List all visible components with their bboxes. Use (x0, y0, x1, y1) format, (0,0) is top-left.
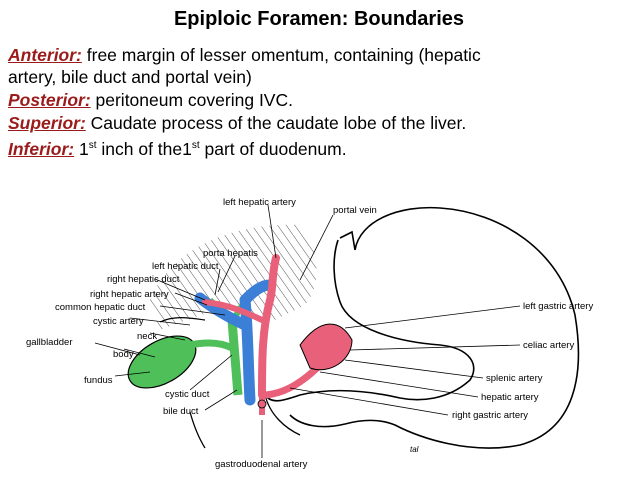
label-neck: neck (137, 331, 157, 342)
page-title: Epiploic Foramen: Boundaries (173, 8, 465, 30)
label-bile-duct: bile duct (163, 406, 199, 417)
inferior-text-mid: inch of the1 (96, 138, 192, 159)
leader-lines (94, 204, 521, 458)
label-gastroduodenal-artery: gastroduodenal artery (215, 459, 308, 470)
artist-signature: tal (410, 445, 419, 454)
superior-text: Caudate process of the caudate lobe of t… (85, 113, 467, 133)
superior-boundary: Superior: Caudate process of the caudate… (8, 112, 466, 134)
label-right-hepatic-duct: right hepatic duct (107, 274, 180, 285)
label-right-gastric-artery: right gastric artery (452, 410, 528, 421)
label-portal-vein: portal vein (333, 205, 377, 216)
right-hepatic-artery-vessel (202, 299, 265, 323)
celiac-trunk (299, 323, 353, 371)
inferior-sup-1: st (88, 140, 97, 151)
posterior-text: peritoneum covering IVC. (90, 90, 293, 110)
label-fundus: fundus (84, 375, 113, 386)
label-gallbladder: gallbladder (26, 337, 72, 348)
liver-edge-line (159, 317, 206, 323)
artery-stub (257, 399, 267, 409)
label-splenic-artery: splenic artery (486, 373, 543, 384)
bile-duct (227, 319, 243, 396)
label-celiac-artery: celiac artery (523, 340, 574, 351)
inferior-boundary: Inferior: 1st inch of the1st part of duo… (8, 135, 347, 160)
stomach-outline (264, 206, 580, 449)
anterior-label: Anterior: (8, 45, 82, 65)
anterior-boundary: Anterior: free margin of lesser omentum,… (8, 44, 481, 88)
inferior-sup-2: st (191, 140, 200, 151)
common-hepatic-artery (258, 361, 324, 399)
inferior-text-post: part of duodenum. (199, 138, 347, 159)
superior-label: Superior: (8, 113, 86, 133)
label-left-gastric-artery: left gastric artery (523, 301, 593, 312)
gallbladder (127, 335, 197, 389)
anterior-text-line2: artery, bile duct and portal vein) (8, 67, 252, 87)
label-right-hepatic-artery: right hepatic artery (90, 289, 169, 300)
label-common-hepatic-duct: common hepatic duct (55, 302, 146, 313)
label-cystic-duct: cystic duct (165, 389, 210, 400)
posterior-boundary: Posterior: peritoneum covering IVC. (8, 89, 293, 111)
inferior-label: Inferior: (8, 138, 75, 159)
cystic-duct (189, 339, 234, 352)
posterior-label: Posterior: (8, 90, 91, 110)
label-hepatic-artery: hepatic artery (481, 392, 539, 403)
hepatic-artery-proper (258, 254, 280, 399)
anterior-text-line1: free margin of lesser omentum, containin… (81, 45, 481, 65)
label-cystic-artery: cystic artery (93, 316, 144, 327)
label-left-hepatic-duct: left hepatic duct (152, 261, 219, 272)
duodenum-outline (189, 394, 301, 449)
label-body: body (113, 349, 134, 360)
label-left-hepatic-artery: left hepatic artery (223, 197, 296, 208)
inferior-text-pre: 1 (74, 138, 89, 159)
label-porta-hepatis: porta hepatis (203, 248, 258, 259)
